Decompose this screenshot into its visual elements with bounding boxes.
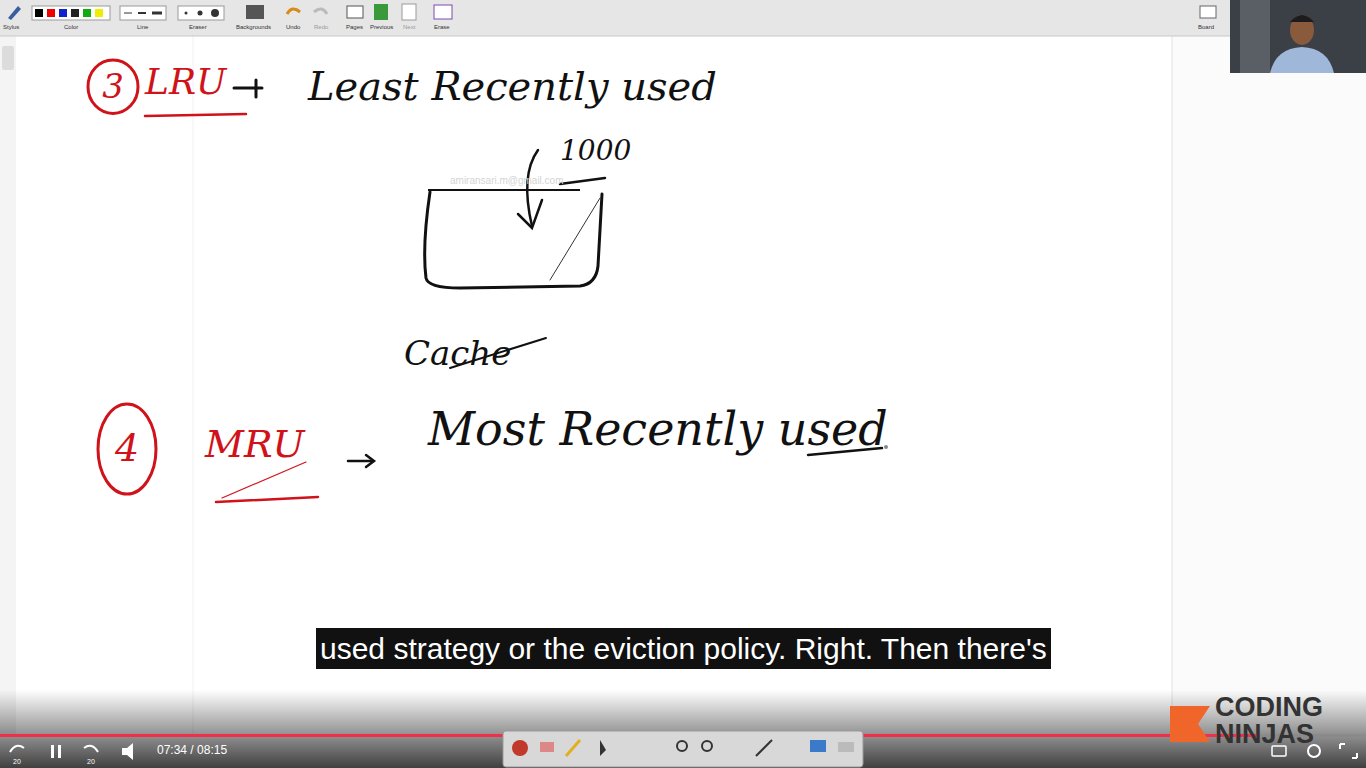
label-text: Next	[403, 24, 415, 31]
pen-toolbar	[503, 731, 863, 767]
toolbar-border	[0, 36, 1366, 37]
handwritten-text: Least Recently used	[308, 64, 717, 108]
label-text: Backgrounds	[236, 24, 271, 31]
logo-mark	[1170, 706, 1210, 742]
divider	[1172, 36, 1173, 736]
handwritten-text: Most Recently used	[428, 404, 888, 455]
left-strip	[0, 36, 16, 736]
number-circle: 4	[96, 402, 158, 496]
toolbar	[0, 0, 1366, 36]
label-text: Undo	[286, 24, 300, 31]
handwritten-text: 1000	[560, 136, 631, 167]
label-text: CODING	[1215, 693, 1323, 723]
label-text: Line	[137, 24, 148, 31]
label-text: Board	[1198, 24, 1214, 31]
label-text: NINJAS	[1215, 720, 1314, 750]
pen-tools	[512, 740, 854, 756]
node-text: 4	[115, 428, 139, 470]
handwritten-marks	[145, 80, 888, 502]
handwritten-text: MRU	[205, 424, 305, 466]
label-text: Pages	[346, 24, 363, 31]
cache-box: Cache	[400, 186, 615, 376]
player-shade	[0, 690, 1366, 768]
toolbar-icons	[8, 4, 1216, 20]
label-text: Redo	[314, 24, 328, 31]
webcam-thumbnail	[1230, 0, 1366, 73]
label-text: Previous	[370, 24, 393, 31]
divider	[193, 36, 194, 736]
handwritten-text: LRU	[145, 62, 226, 102]
side-handle	[2, 46, 14, 70]
subtitle-text: used strategy or the eviction policy. Ri…	[320, 632, 1047, 665]
label-text: amiransari.m@gmail.com	[450, 175, 564, 186]
label-text: Color	[64, 24, 78, 31]
node-text: 3	[102, 68, 124, 105]
node-text: Cache	[404, 335, 511, 372]
label-text: 07:34 / 08:15	[157, 744, 227, 757]
subtitle-band: used strategy or the eviction policy. Ri…	[316, 628, 1051, 669]
label-text: 20	[87, 758, 95, 766]
number-circle: 3	[86, 58, 140, 115]
label-text: Eraser	[189, 24, 207, 31]
label-text: Erase	[434, 24, 450, 31]
label-text: Stylus	[3, 24, 19, 31]
side-panel	[1172, 36, 1366, 736]
label-text: 20	[13, 758, 21, 766]
